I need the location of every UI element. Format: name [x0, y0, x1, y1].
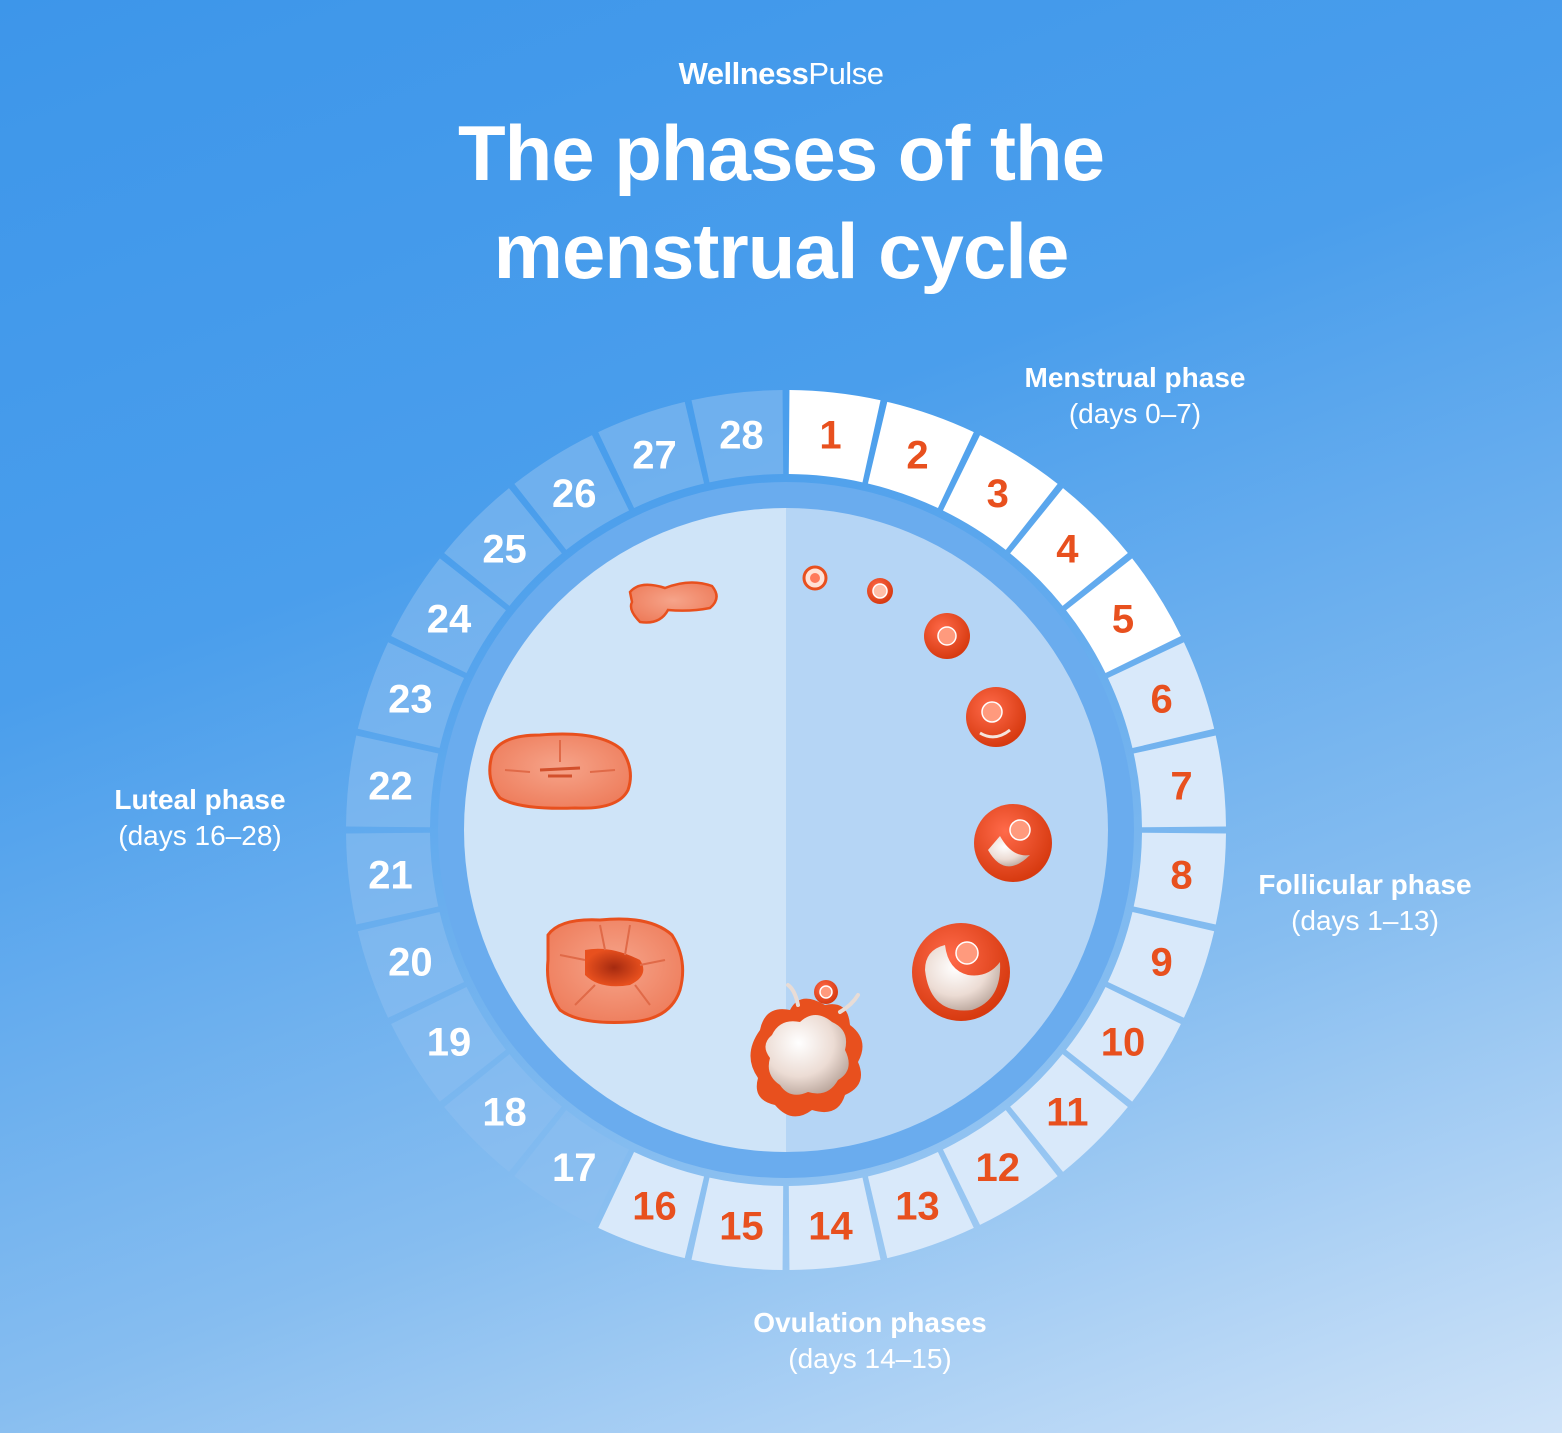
day-label-22: 22	[368, 764, 413, 808]
day-segment-7	[1133, 735, 1226, 828]
day-label-25: 25	[482, 528, 527, 572]
day-segment-3	[942, 435, 1058, 550]
day-segment-9	[1107, 911, 1215, 1018]
day-label-26: 26	[552, 472, 597, 516]
day-label-9: 9	[1151, 940, 1173, 984]
day-segment-13	[867, 1151, 974, 1259]
day-segment-26	[514, 435, 630, 550]
menstrual-phase-days: (days 0–7)	[1068, 398, 1202, 429]
day-segment-12	[942, 1110, 1058, 1225]
day-segment-28	[691, 390, 784, 483]
day-label-12: 12	[975, 1146, 1020, 1190]
day-segment-11	[1010, 1054, 1128, 1172]
day-segment-21	[346, 832, 439, 925]
day-label-16: 16	[632, 1185, 677, 1229]
day-label-4: 4	[1056, 528, 1079, 572]
day-segment-15	[691, 1177, 784, 1270]
day-segment-2	[867, 401, 974, 509]
day-label-23: 23	[388, 678, 433, 722]
day-segment-22	[346, 735, 439, 828]
day-label-19: 19	[427, 1021, 472, 1065]
day-segment-5	[1066, 558, 1181, 674]
day-label-27: 27	[632, 433, 677, 477]
follicle-icon	[867, 578, 893, 604]
day-label-8: 8	[1170, 854, 1192, 898]
follicle-icon	[974, 804, 1052, 882]
day-segment-8	[1133, 832, 1226, 925]
day-label-20: 20	[388, 940, 433, 984]
inner-left-half	[464, 508, 786, 1152]
day-label-6: 6	[1151, 678, 1173, 722]
follicular-phase-days: (days 1–13)	[1291, 905, 1439, 936]
day-label-18: 18	[482, 1090, 527, 1134]
follicle-icon	[802, 565, 828, 591]
day-label-14: 14	[808, 1204, 853, 1248]
corpus-luteum-small-icon	[628, 581, 718, 624]
luteal-phase-name: Luteal phase	[114, 784, 286, 815]
day-segment-18	[444, 1054, 562, 1172]
day-segment-10	[1066, 986, 1181, 1102]
day-label-1: 1	[819, 414, 841, 458]
luteal-phase-label: Luteal phase (days 16–28)	[80, 782, 320, 854]
brand-logo: WellnessPulse	[0, 56, 1562, 92]
day-label-24: 24	[427, 597, 472, 641]
day-segment-16	[598, 1151, 705, 1259]
follicle-icon	[966, 687, 1026, 747]
corpus-luteum-large-icon	[546, 917, 685, 1024]
day-segment-24	[391, 558, 506, 674]
title-line2: menstrual cycle	[493, 207, 1070, 295]
day-segment-17	[514, 1110, 630, 1225]
day-label-28: 28	[719, 414, 764, 458]
follicle-icon	[912, 923, 1010, 1021]
day-segment-25	[444, 488, 562, 606]
follicle-growth-icons	[802, 565, 1052, 1021]
day-segment-6	[1107, 642, 1215, 749]
day-segment-19	[391, 986, 506, 1102]
day-label-11: 11	[1046, 1090, 1088, 1134]
brand-part1: Wellness	[678, 56, 809, 91]
day-label-2: 2	[906, 433, 928, 477]
day-label-3: 3	[987, 472, 1009, 516]
menstrual-phase-name: Menstrual phase	[1024, 362, 1246, 393]
follicular-phase-label: Follicular phase (days 1–13)	[1230, 867, 1500, 939]
day-segment-14	[788, 1177, 881, 1270]
luteal-phase-days: (days 16–28)	[118, 820, 282, 851]
page-title: The phases of the menstrual cycle	[0, 104, 1562, 300]
follicle-icon	[924, 613, 970, 659]
ovulation-phase-name: Ovulation phases	[753, 1307, 987, 1338]
inner-right-half	[786, 508, 1108, 1152]
ruptured-follicle-icon	[750, 980, 863, 1117]
day-label-5: 5	[1112, 597, 1134, 641]
day-label-10: 10	[1101, 1021, 1146, 1065]
title-line1: The phases of the	[457, 109, 1105, 197]
day-segment-4	[1010, 488, 1128, 606]
day-label-17: 17	[552, 1146, 597, 1190]
day-segment-27	[598, 401, 705, 509]
corpus-luteum-icons	[488, 581, 718, 1024]
day-segment-20	[357, 911, 465, 1018]
day-segment-23	[357, 642, 465, 749]
ovulation-phase-label: Ovulation phases (days 14–15)	[720, 1305, 1020, 1377]
brand-part2: Pulse	[808, 56, 884, 91]
day-label-13: 13	[895, 1185, 940, 1229]
day-label-7: 7	[1170, 764, 1192, 808]
corpus-luteum-medium-icon	[488, 732, 632, 810]
follicular-phase-name: Follicular phase	[1258, 869, 1472, 900]
day-label-21: 21	[368, 854, 413, 898]
menstrual-phase-label: Menstrual phase (days 0–7)	[990, 360, 1280, 432]
day-segment-1	[788, 390, 881, 483]
ovulation-phase-days: (days 14–15)	[788, 1343, 952, 1374]
day-label-15: 15	[719, 1204, 764, 1248]
